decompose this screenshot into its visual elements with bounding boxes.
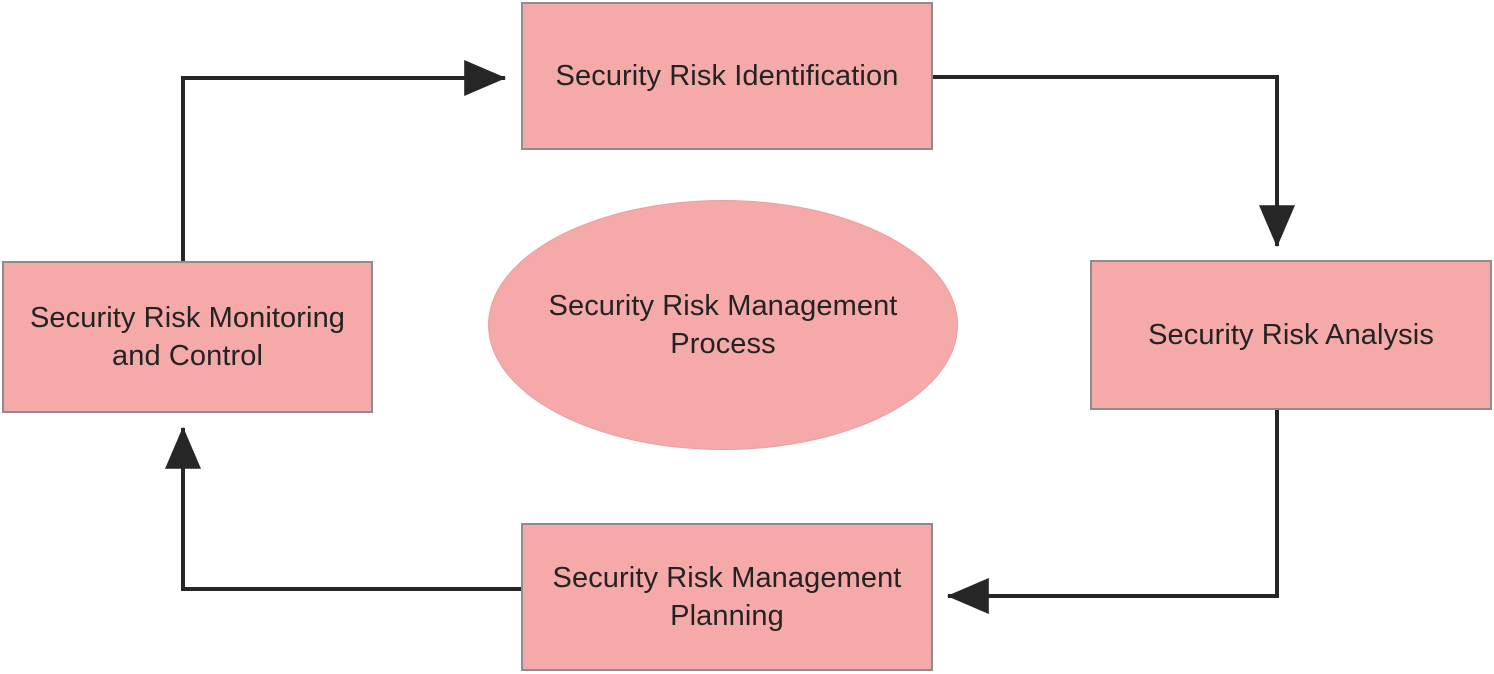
edge-identification-analysis: [933, 75, 1295, 248]
node-label-process: Security Risk Management Process: [548, 289, 898, 360]
edge-monitoring-identification: [181, 60, 507, 261]
node-label-identification: Security Risk Identification: [555, 59, 899, 92]
node-security-risk-management-process[interactable]: Security Risk Management Process: [488, 200, 958, 450]
node-security-risk-management-planning[interactable]: Security Risk Management Planning: [521, 523, 933, 671]
edge-planning-monitoring: [165, 426, 521, 591]
node-label-monitoring: Security Risk Monitoring and Control: [29, 301, 346, 372]
node-label-analysis: Security Risk Analysis: [1148, 318, 1434, 351]
node-security-risk-monitoring-and-control[interactable]: Security Risk Monitoring and Control: [2, 261, 373, 413]
edge-analysis-planning: [946, 410, 1279, 614]
node-label-planning: Security Risk Management Planning: [552, 561, 902, 632]
node-security-risk-analysis[interactable]: Security Risk Analysis: [1090, 260, 1492, 410]
node-security-risk-identification[interactable]: Security Risk Identification: [521, 2, 933, 150]
